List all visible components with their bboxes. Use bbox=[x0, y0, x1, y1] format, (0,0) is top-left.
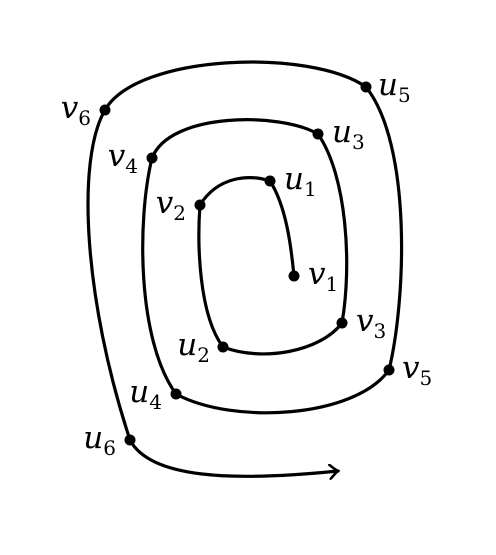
vertex-letter: v bbox=[108, 138, 126, 174]
vertex-label-u1: u1 bbox=[284, 161, 317, 201]
vertex-index: 2 bbox=[173, 201, 186, 225]
vertex-index: 5 bbox=[420, 366, 433, 390]
vertex-v5 bbox=[383, 364, 395, 376]
vertex-index: 1 bbox=[304, 177, 317, 201]
vertex-v6 bbox=[99, 104, 111, 116]
vertex-label-v1: v1 bbox=[308, 256, 338, 296]
vertex-letter: v bbox=[308, 256, 326, 292]
vertex-u6 bbox=[124, 434, 136, 446]
vertex-index: 6 bbox=[103, 436, 116, 460]
vertex-index: 4 bbox=[149, 390, 162, 414]
vertex-v1 bbox=[288, 270, 300, 282]
vertex-index: 1 bbox=[326, 272, 339, 296]
vertex-label-u6: u6 bbox=[83, 420, 116, 460]
vertex-label-u3: u3 bbox=[332, 114, 365, 154]
vertex-u5 bbox=[360, 81, 372, 93]
vertex-index: 2 bbox=[197, 343, 210, 367]
vertex-label-v3: v3 bbox=[356, 303, 386, 343]
vertex-label-u4: u4 bbox=[129, 374, 162, 414]
vertex-letter: u bbox=[177, 327, 197, 363]
vertex-letter: v bbox=[402, 350, 420, 386]
vertex-index: 4 bbox=[125, 154, 138, 178]
vertex-letter: v bbox=[61, 90, 79, 126]
vertex-letter: u bbox=[332, 114, 352, 150]
vertex-u3 bbox=[312, 128, 324, 140]
vertex-u4 bbox=[170, 388, 182, 400]
vertex-letter: u bbox=[129, 374, 149, 410]
vertex-label-u2: u2 bbox=[177, 327, 210, 367]
vertex-label-v6: v6 bbox=[61, 90, 91, 130]
vertex-index: 3 bbox=[374, 319, 387, 343]
vertex-index: 3 bbox=[352, 130, 365, 154]
vertex-letter: v bbox=[156, 185, 174, 221]
vertex-v4 bbox=[146, 152, 158, 164]
spiral-path bbox=[86, 60, 404, 476]
vertex-letter: u bbox=[378, 67, 398, 103]
vertex-letter: v bbox=[356, 303, 374, 339]
vertex-u2 bbox=[217, 341, 229, 353]
vertex-letter: u bbox=[83, 420, 103, 456]
vertex-index: 5 bbox=[398, 83, 411, 107]
vertex-label-v4: v4 bbox=[108, 138, 138, 178]
vertex-label-u5: u5 bbox=[378, 67, 411, 107]
vertex-u1 bbox=[264, 175, 276, 187]
vertex-label-v2: v2 bbox=[156, 185, 186, 225]
vertex-v3 bbox=[336, 317, 348, 329]
vertex-index: 6 bbox=[78, 106, 91, 130]
vertex-letter: u bbox=[284, 161, 304, 197]
vertex-v2 bbox=[194, 199, 206, 211]
vertex-label-v5: v5 bbox=[402, 350, 432, 390]
